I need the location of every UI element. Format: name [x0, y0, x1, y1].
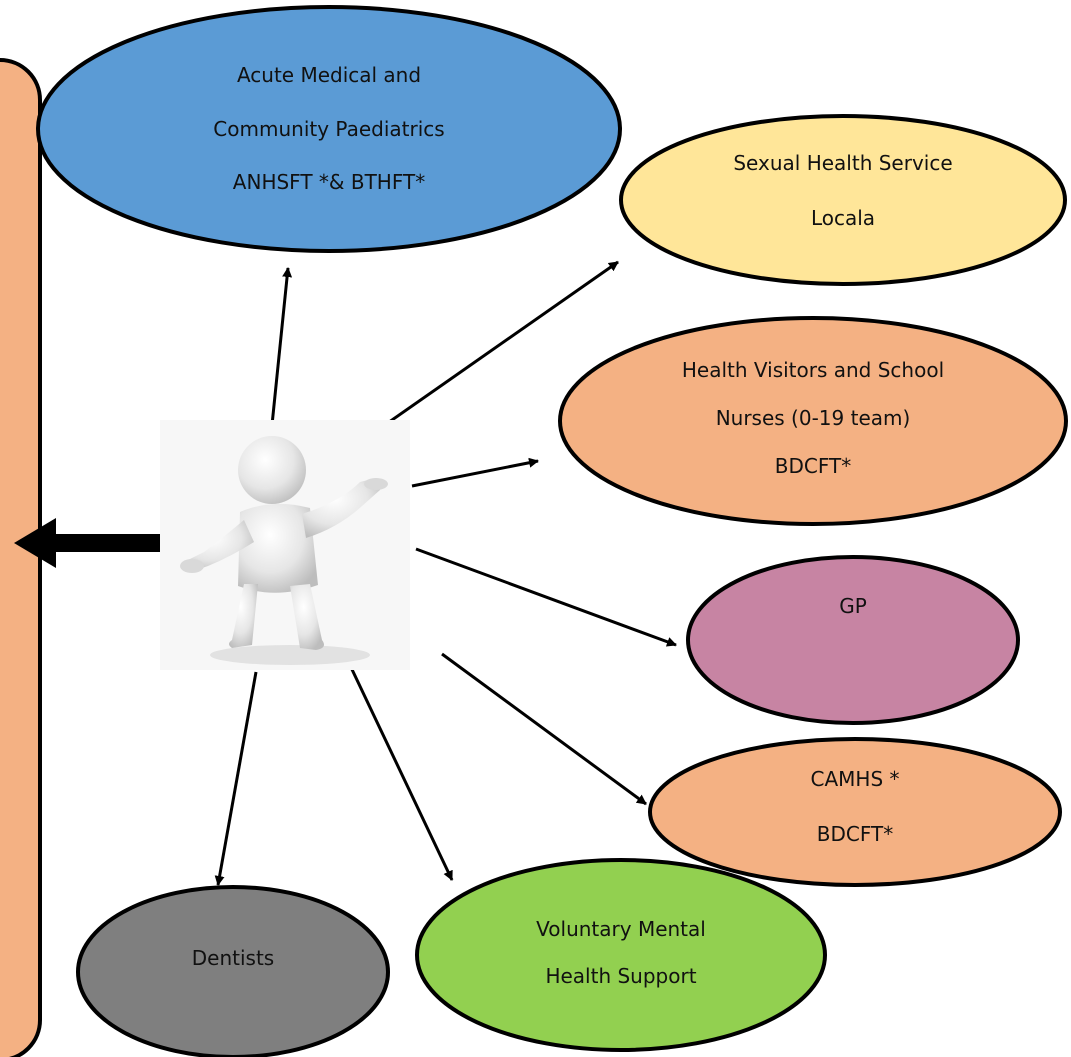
sexual-line-1: Sexual Health Service [733, 151, 952, 175]
voluntary-line-1: Voluntary Mental [536, 917, 706, 941]
health-visitors-line-2: Nurses (0-19 team) [716, 406, 911, 430]
node-health-visitors: Health Visitors and School Nurses (0-19 … [558, 316, 1068, 526]
acute-line-2: Community Paediatrics [213, 117, 444, 141]
panel-arrow [14, 518, 162, 568]
camhs-line-1: CAMHS * [811, 767, 900, 791]
acute-line-1: Acute Medical and [237, 63, 421, 87]
arrow-to-voluntary [346, 660, 454, 881]
arrow-to-acute [270, 267, 293, 426]
gp-line-1: GP [839, 594, 867, 618]
health-visitors-line-3: BDCFT* [775, 454, 851, 478]
arrow-to-camhs [441, 652, 647, 806]
node-sexual-health: Sexual Health Service Locala [619, 114, 1067, 286]
arrow-to-health-visitors [411, 457, 539, 488]
side-panel [0, 58, 42, 1057]
node-acute-paediatrics: Acute Medical and Community Paediatrics … [36, 5, 622, 253]
node-gp: GP [686, 555, 1020, 725]
arrow-to-gp [415, 547, 677, 647]
person-icon [160, 420, 410, 670]
node-camhs: CAMHS * BDCFT* [648, 737, 1062, 887]
health-visitors-line-1: Health Visitors and School [682, 358, 944, 382]
camhs-line-2: BDCFT* [817, 822, 893, 846]
arrow-to-dentists [214, 671, 258, 886]
node-dentists: Dentists [76, 885, 390, 1057]
sexual-line-2: Locala [811, 206, 875, 230]
voluntary-line-2: Health Support [545, 964, 696, 988]
dentists-line-1: Dentists [192, 946, 274, 970]
node-voluntary-mental-health: Voluntary Mental Health Support [415, 858, 827, 1052]
arrow-to-sexual [351, 260, 619, 450]
acute-line-3: ANHSFT *& BTHFT* [233, 170, 425, 194]
